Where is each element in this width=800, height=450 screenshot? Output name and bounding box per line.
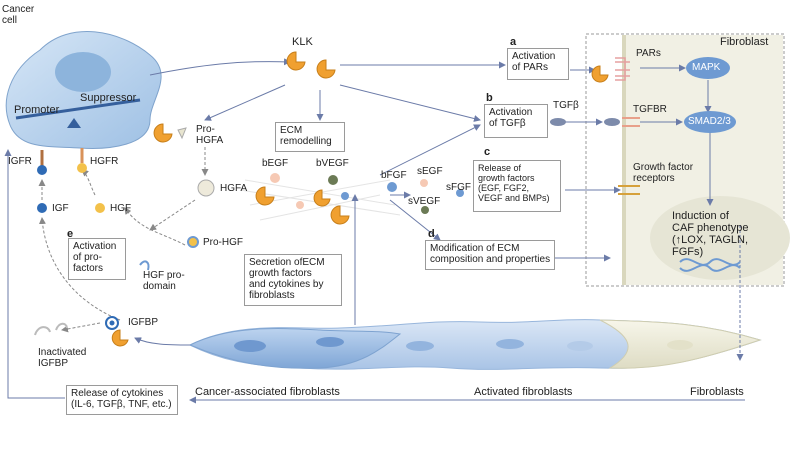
tgfb-label: TGFβ [553, 100, 579, 111]
cancer-cell [5, 31, 162, 149]
arrows [4, 58, 745, 404]
bvegf-label: bVEGF [316, 158, 349, 169]
bfgf-label: bFGF [381, 170, 407, 181]
hgfa-label: HGFA [220, 183, 248, 194]
pro-hgfa-label: Pro-HGFA [196, 124, 224, 146]
klk-label: KLK [292, 36, 313, 48]
label-b: b [486, 92, 493, 104]
igf-label: IGF [52, 203, 69, 214]
fibroblasts-label: Fibroblasts [690, 386, 744, 398]
pars-label: PARs [636, 48, 661, 59]
fibroblast-strip [188, 319, 762, 370]
label-a: a [510, 36, 517, 48]
label-c: c [484, 146, 491, 158]
smad-label: SMAD2/3 [688, 116, 731, 127]
hgfr-label: HGFR [90, 156, 119, 167]
box-release-cytokines: Release of cytokines(IL-6, TGFβ, TNF, et… [66, 385, 178, 415]
promoter-label: Promoter [14, 104, 60, 116]
pro-hgf-label: Pro-HGF [203, 237, 243, 248]
sfgf-label: sFGF [446, 182, 471, 193]
pro-hgfa-shape [153, 123, 215, 197]
label-e: e [67, 228, 74, 240]
hgf-label: HGF [110, 203, 132, 214]
svegf-label: sVEGF [408, 196, 441, 207]
begf-label: bEGF [262, 158, 289, 169]
signaling-nodes [679, 57, 741, 272]
segf-label: sEGF [417, 166, 443, 177]
label-d: d [428, 228, 435, 240]
igfbp-label: IGFBP [128, 317, 159, 328]
mapk-label: MAPK [692, 62, 721, 73]
hgf-prodomain-label: HGF pro-domain [143, 270, 185, 292]
activated-fibroblasts-label: Activated fibroblasts [474, 386, 573, 398]
igfr-label: IGFR [8, 156, 32, 167]
caf-label: Cancer-associated fibroblasts [195, 386, 340, 398]
dashed-arrows [38, 147, 209, 333]
suppressor-label: Suppressor [80, 92, 137, 104]
receptors [34, 57, 640, 347]
growth-factor-dots [255, 173, 464, 225]
klk-enzymes [286, 51, 609, 83]
tgfbr-label: TGFBR [633, 104, 667, 115]
fibroblast-title: Fibroblast [720, 36, 769, 48]
